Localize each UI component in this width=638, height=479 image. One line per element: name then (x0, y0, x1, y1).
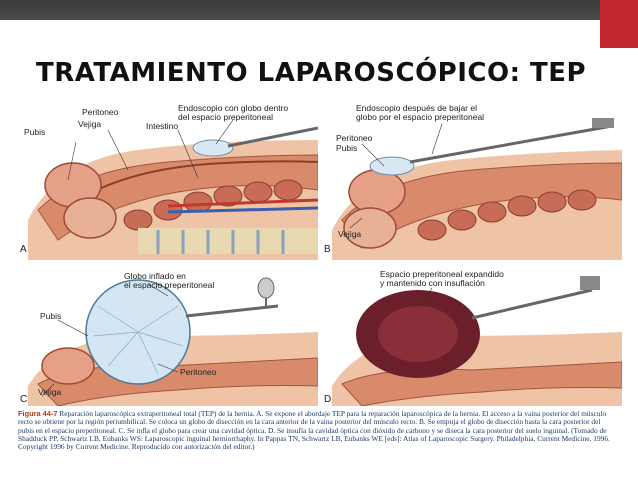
panel-letter-b: B (324, 244, 331, 255)
panel-letter-d: D (324, 394, 332, 405)
label-b-peritoneo: Peritoneo (336, 133, 373, 143)
slide-title: TRATAMIENTO LAPAROSCÓPICO: TEP (36, 58, 587, 88)
figure-illustration: Pubis Peritoneo Vejiga Endoscopio con gl… (18, 100, 622, 472)
panel-a-drawing (28, 119, 318, 260)
caption-text: Reparación laparoscópica extraperitoneal… (18, 409, 610, 452)
panel-c: Globo inflado en el espacio preperitonea… (18, 266, 318, 406)
panel-letter-a: A (20, 244, 27, 255)
label-a-endoscopio-2: del espacio preperitoneal (178, 112, 273, 122)
label-b-pubis: Pubis (336, 143, 358, 153)
header-dark-band (0, 0, 600, 20)
panel-b-drawing (332, 118, 622, 260)
label-a-peritoneo: Peritoneo (82, 107, 119, 117)
label-b-vejiga: Vejiga (338, 229, 362, 239)
panel-b: Endoscopio después de bajar el globo por… (322, 100, 622, 260)
panel-a: Pubis Peritoneo Vejiga Endoscopio con gl… (18, 100, 318, 260)
panel-d: Espacio preperitoneal expandido y manten… (322, 266, 622, 406)
label-d-espacio: Espacio preperitoneal expandido (380, 269, 504, 279)
label-a-endoscopio: Endoscopio con globo dentro (178, 103, 289, 113)
label-b-endoscopio-2: globo por el espacio preperitoneal (356, 112, 485, 122)
label-d-espacio-2: y mantenido con insuflación (380, 278, 485, 288)
label-a-intestino: Intestino (146, 121, 179, 131)
panel-c-drawing (28, 277, 318, 406)
label-c-globo: Globo inflado en (124, 271, 186, 281)
label-a-vejiga: Vejiga (78, 119, 102, 129)
header-red-accent (600, 0, 638, 48)
label-c-pubis: Pubis (40, 311, 62, 321)
panel-letter-c: C (20, 394, 28, 405)
caption-figure-label: Figura 44-7 (18, 409, 58, 418)
panel-d-drawing (332, 276, 622, 406)
label-c-peritoneo: Peritoneo (180, 367, 217, 377)
label-c-globo-2: el espacio preperitoneal (124, 280, 215, 290)
label-c-vejiga: Vejiga (38, 387, 62, 397)
label-b-endoscopio: Endoscopio después de bajar el (356, 103, 477, 113)
label-a-pubis: Pubis (24, 127, 46, 137)
figure-caption: Figura 44-7 Reparación laparoscópica ext… (18, 409, 618, 452)
slide-header-bar (0, 0, 638, 48)
